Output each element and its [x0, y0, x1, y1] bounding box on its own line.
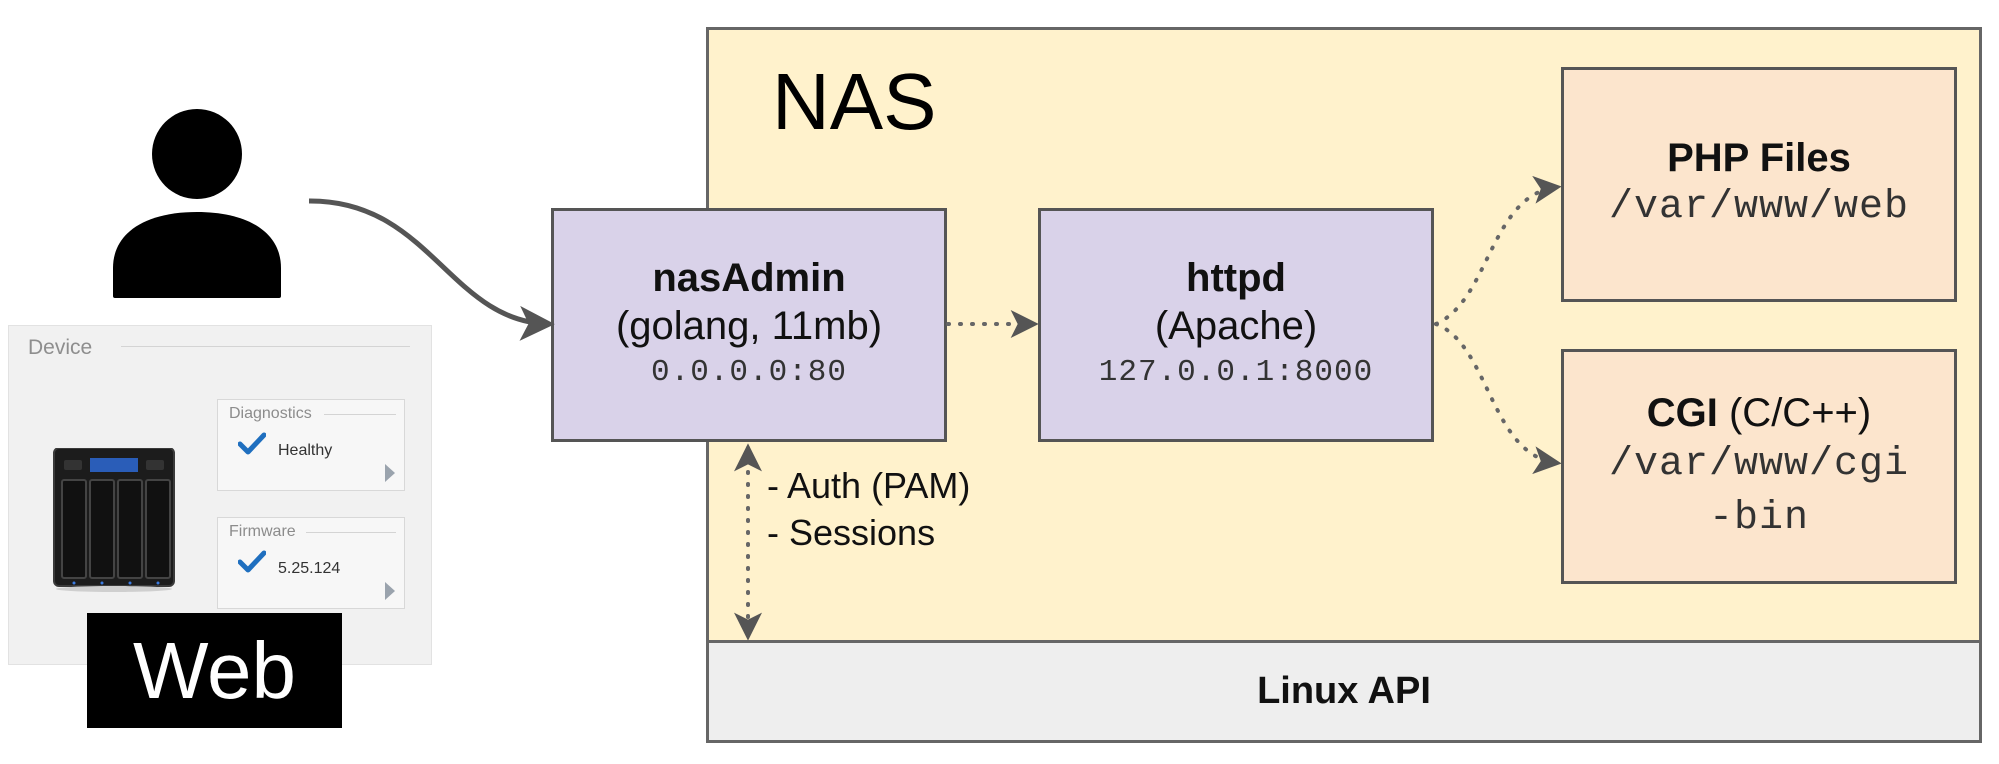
nas-device-image [53, 448, 175, 592]
diagnostics-divider [324, 414, 396, 415]
linux-api-label: Linux API [1257, 670, 1431, 712]
httpd-title: httpd [1186, 256, 1286, 301]
auth-note-sessions: - Sessions [767, 512, 936, 553]
diagnostics-card[interactable]: Diagnostics Healthy [217, 399, 405, 491]
checkmark-icon [238, 550, 266, 573]
checkmark-icon [238, 432, 266, 455]
nasadmin-subtitle: (golang, 11mb) [615, 304, 883, 349]
auth-note-auth: - Auth (PAM) [767, 465, 971, 506]
php-files-box: PHP Files /var/www/web [1561, 67, 1957, 302]
firmware-divider [306, 532, 396, 533]
httpd-box: httpd (Apache) 127.0.0.1:8000 [1038, 208, 1434, 442]
cgi-path-line1: /var/www/cgi [1608, 441, 1910, 487]
php-files-title: PHP Files [1667, 135, 1851, 180]
web-label: Web [87, 613, 342, 728]
nasadmin-box: nasAdmin (golang, 11mb) 0.0.0.0:80 [551, 208, 947, 442]
cgi-path-line2: -bin [1708, 495, 1809, 541]
linux-api-box: Linux API [706, 640, 1982, 743]
user-icon [113, 109, 281, 298]
httpd-to-cgi-arrow [1434, 322, 1562, 475]
diagnostics-label: Diagnostics [229, 405, 312, 422]
user-to-nasadmin-arrow [308, 198, 555, 341]
firmware-value: 5.25.124 [278, 560, 341, 577]
cgi-title-rest: (C/C++) [1717, 390, 1872, 435]
httpd-to-php-arrow [1434, 175, 1562, 326]
chevron-right-icon[interactable] [384, 463, 396, 483]
cgi-title: CGI (C/C++) [1647, 388, 1871, 438]
nas-title: NAS [772, 57, 937, 146]
firmware-card[interactable]: Firmware 5.25.124 [217, 517, 405, 609]
nasadmin-address: 0.0.0.0:80 [650, 355, 848, 391]
nasadmin-title: nasAdmin [652, 256, 846, 301]
cgi-title-bold: CGI [1646, 390, 1718, 435]
httpd-subtitle: (Apache) [1154, 304, 1318, 349]
firmware-label: Firmware [229, 523, 296, 540]
php-files-path: /var/www/web [1608, 184, 1910, 230]
auth-notes: - Auth (PAM) - Sessions [767, 462, 970, 556]
httpd-address: 127.0.0.1:8000 [1098, 355, 1374, 391]
device-panel-label: Device [28, 336, 93, 359]
diagnostics-value: Healthy [278, 442, 333, 459]
device-panel-divider [121, 346, 410, 347]
cgi-box: CGI (C/C++) /var/www/cgi -bin [1561, 349, 1957, 584]
chevron-right-icon[interactable] [384, 581, 396, 601]
